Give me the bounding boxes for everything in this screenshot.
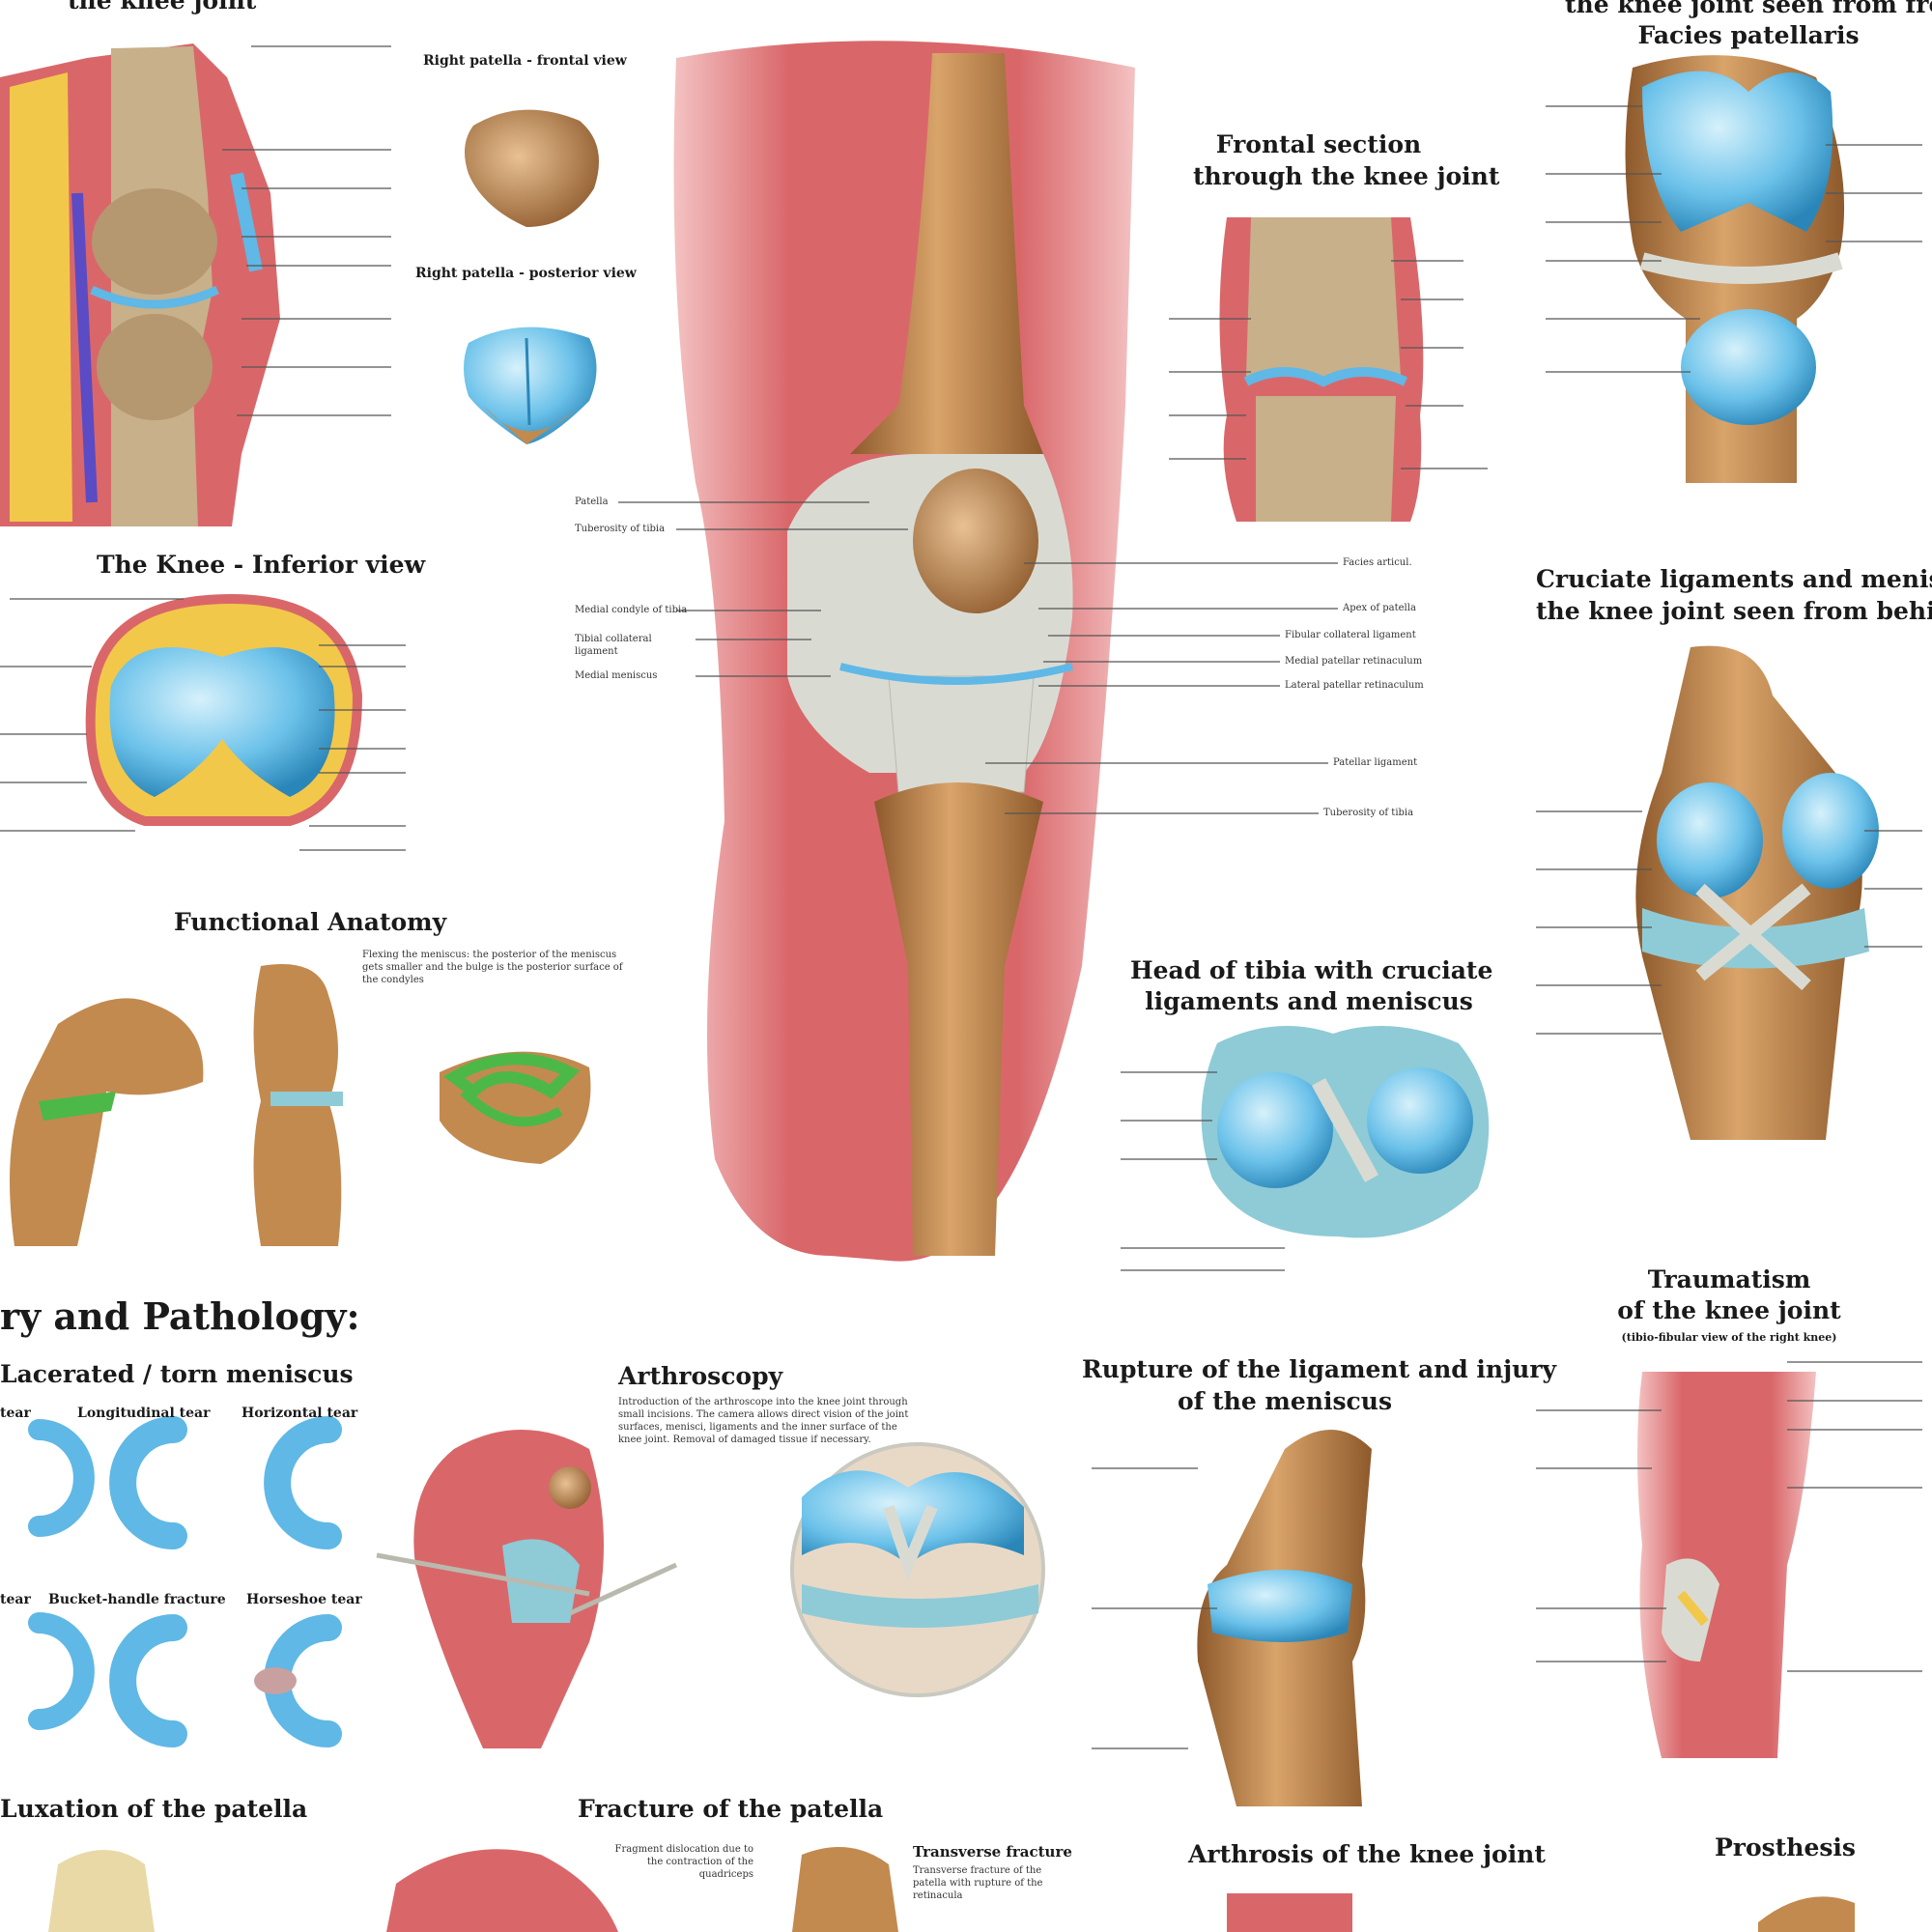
arthrosis-heading: Arthrosis of the knee joint: [1188, 1840, 1546, 1868]
pathology-section-title: ry and Pathology:: [0, 1294, 360, 1338]
main-label-left-5: Medial meniscus: [575, 670, 658, 681]
front-view-figure: [1546, 55, 1922, 484]
sagittal-section-figure: [0, 43, 391, 526]
sagittal-heading: the knee joint: [68, 0, 257, 14]
main-label-right-4: Medial patellar retinaculum: [1285, 656, 1423, 667]
rupture-heading-2: of the meniscus: [1177, 1387, 1393, 1415]
traumatism-figure: [1536, 1361, 1922, 1758]
tear-label-3: Horizontal tear: [242, 1406, 358, 1421]
tear-label-4: tear: [0, 1592, 31, 1607]
tibia-head-heading-2: ligaments and meniscus: [1145, 987, 1473, 1015]
fracture-text-3: Transverse fracture of the patella with …: [913, 1865, 1043, 1901]
frontal-section-heading: Frontal section: [1215, 130, 1422, 158]
main-label-right-1: Facies articul.: [1343, 557, 1412, 568]
patella-frontal-heading: Right patella - frontal view: [423, 53, 627, 69]
tear-label-5: Bucket-handle fracture: [48, 1592, 226, 1607]
cruciate-behind-figure: [1536, 645, 1922, 1140]
main-label-left-2: Tuberosity of tibia: [575, 524, 666, 534]
main-label-right-7: Tuberosity of tibia: [1323, 808, 1414, 818]
main-label-right-5: Lateral patellar retinaculum: [1285, 680, 1424, 691]
front-view-heading: the knee joint seen from front: [1565, 0, 1932, 18]
inferior-view-figure: [0, 593, 406, 851]
rupture-heading: Rupture of the ligament and injury: [1082, 1355, 1557, 1383]
tear-label-6: Horseshoe tear: [246, 1592, 362, 1607]
front-view-heading-2: Facies patellaris: [1637, 21, 1860, 49]
main-label-right-2: Apex of patella: [1343, 603, 1416, 613]
luxation-heading: Luxation of the patella: [0, 1795, 308, 1823]
main-label-right-3: Fibular collateral ligament: [1285, 630, 1416, 640]
main-label-left-3: Medial condyle of tibia: [575, 605, 688, 615]
frontal-section-figure: [1169, 217, 1488, 522]
functional-anatomy-text: Flexing the meniscus: the posterior of t…: [362, 950, 623, 985]
cruciate-behind-heading: Cruciate ligaments and menisci of: [1536, 565, 1932, 593]
horseshoe-fragment: [254, 1667, 297, 1694]
fracture-text-1: Fragment dislocation due to the contract…: [614, 1844, 753, 1880]
tear-label-2: Longitudinal tear: [77, 1406, 211, 1421]
torn-meniscus-heading: Lacerated / torn meniscus: [0, 1360, 354, 1388]
main-label-left-4: Tibial collateral ligament: [575, 634, 652, 657]
functional-anatomy-heading: Functional Anatomy: [174, 908, 447, 936]
main-label-right-6: Patellar ligament: [1333, 757, 1418, 768]
traumatism-heading: Traumatism: [1647, 1265, 1811, 1293]
traumatism-subheading: (tibio-fibular view of the right knee): [1621, 1331, 1837, 1344]
fracture-text-2: Transverse fracture: [913, 1843, 1072, 1861]
traumatism-heading-2: of the knee joint: [1617, 1296, 1841, 1324]
bottom-figures: [48, 1847, 1855, 1932]
cruciate-behind-heading-2: the knee joint seen from behind: [1536, 597, 1932, 625]
frontal-section-heading-2: through the knee joint: [1193, 162, 1500, 190]
main-knee-figure: [618, 41, 1338, 1262]
arthroscopy-figure: [376, 1430, 1045, 1748]
patella-figures: [464, 109, 599, 444]
tibia-head-figure: [1121, 1026, 1490, 1271]
arthroscopy-text: Introduction of the arthroscope into the…: [618, 1397, 909, 1445]
functional-anatomy-figures: [10, 964, 591, 1246]
arthroscopy-heading: Arthroscopy: [618, 1362, 783, 1390]
rupture-figure: [1092, 1430, 1372, 1806]
tear-label-1: tear: [0, 1406, 31, 1421]
fracture-heading: Fracture of the patella: [578, 1795, 884, 1823]
prosthesis-heading: Prosthesis: [1715, 1833, 1856, 1861]
tibia-head-heading: Head of tibia with cruciate: [1130, 956, 1493, 984]
main-label-left-1: Patella: [575, 497, 609, 507]
inferior-view-heading: The Knee - Inferior view: [97, 551, 426, 579]
patella-posterior-heading: Right patella - posterior view: [415, 266, 637, 281]
